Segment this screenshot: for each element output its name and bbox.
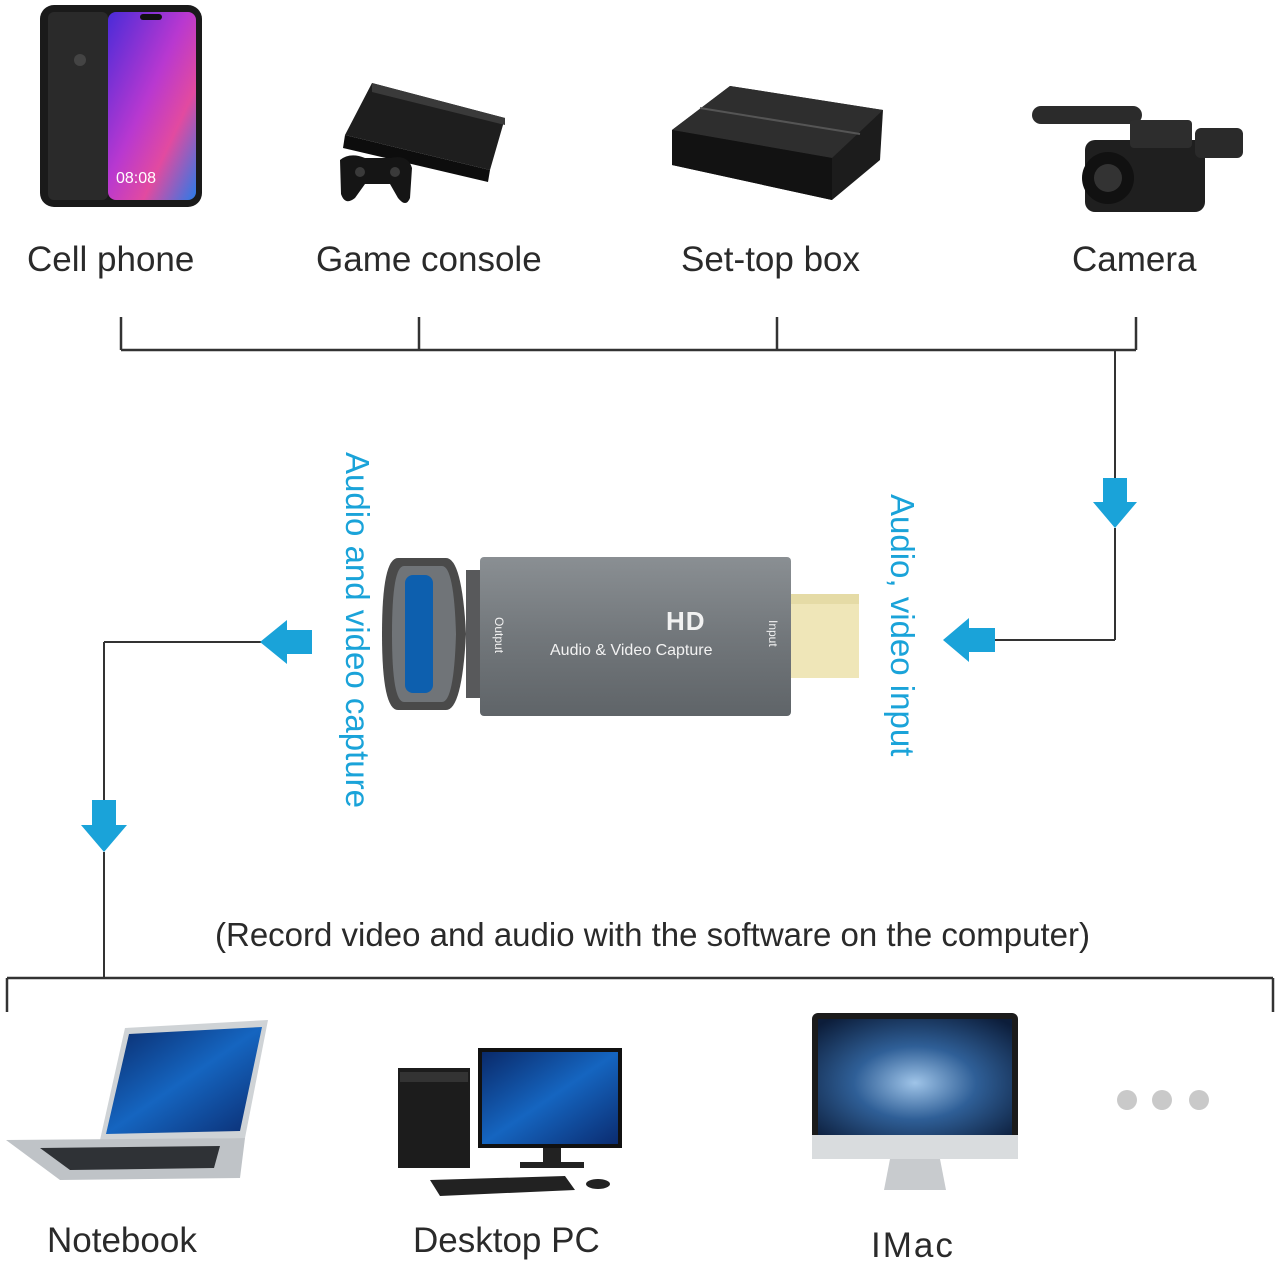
left-arrow-output (260, 620, 312, 664)
phone-time: 08:08 (116, 170, 157, 187)
source-label-set-top-box: Set-top box (681, 240, 860, 279)
cell-phone-icon (40, 5, 202, 207)
device-hd-badge: HD (666, 606, 706, 636)
source-label-game-console: Game console (316, 240, 542, 279)
usb-port-slot (405, 575, 433, 693)
notebook-icon (6, 1020, 268, 1180)
device-name: Audio & Video Capture (550, 642, 713, 659)
left-arrow-input (943, 618, 995, 662)
target-label-imac: IMac (871, 1226, 955, 1265)
output-flow-label: Audio and video capture (339, 452, 376, 808)
device-output-port-label: Output (492, 617, 506, 654)
camera-icon (1032, 106, 1243, 212)
set-top-box-icon (672, 86, 883, 200)
source-label-cell-phone: Cell phone (27, 240, 195, 279)
game-console-icon (340, 83, 505, 203)
hdmi-plug (791, 594, 859, 678)
down-arrow-output (81, 800, 127, 852)
input-flow-line (995, 350, 1116, 641)
target-connector-lines (5, 976, 1275, 1012)
imac-icon (812, 1013, 1018, 1190)
source-connector-lines (119, 317, 1138, 352)
input-flow-label: Audio, video input (884, 494, 921, 757)
software-note: (Record video and audio with the softwar… (215, 916, 1090, 953)
target-label-notebook: Notebook (47, 1221, 197, 1260)
more-dots-icon (1117, 1090, 1209, 1110)
down-arrow-input (1093, 478, 1137, 528)
target-label-desktop-pc: Desktop PC (413, 1221, 600, 1260)
capture-device (382, 557, 859, 716)
device-body (480, 557, 791, 716)
source-label-camera: Camera (1072, 240, 1197, 279)
desktop-pc-icon (398, 1048, 622, 1196)
device-input-port-label: Input (766, 620, 780, 647)
